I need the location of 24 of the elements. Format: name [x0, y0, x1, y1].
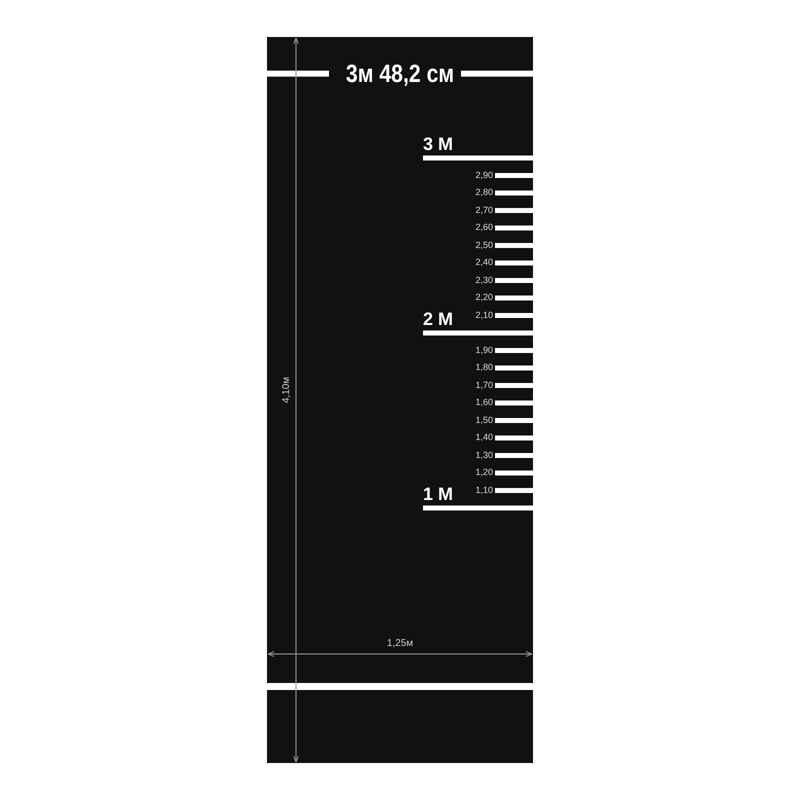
- tick-label: 2,10: [475, 310, 493, 320]
- tick-label: 1,70: [475, 380, 493, 390]
- distance-label: 3м 48,2 см: [346, 62, 454, 87]
- tick-label: 2,60: [475, 223, 493, 232]
- tick-label: 1,60: [475, 398, 493, 407]
- height-mark-label: 3 М: [423, 135, 454, 153]
- tick-label: 1,90: [475, 346, 493, 354]
- tick-label: 1,10: [475, 486, 493, 494]
- tick-label: 2,90: [475, 170, 493, 180]
- tick-label: 1,20: [475, 468, 493, 477]
- tick-label: 2,70: [475, 206, 493, 214]
- tick-label: 1,50: [475, 416, 493, 424]
- dimension-label: 1,25м: [386, 639, 414, 649]
- tick-label: 2,80: [475, 188, 493, 197]
- height-mark-label: 2 М: [423, 310, 454, 328]
- tick-label: 2,20: [475, 293, 493, 302]
- tick-label: 1,40: [475, 433, 493, 442]
- tick-label: 2,50: [475, 240, 493, 250]
- tick-label: 2,40: [475, 258, 493, 267]
- tick-label: 1,80: [475, 363, 493, 372]
- dimension-label: 4,10м: [282, 376, 292, 404]
- height-mark-label: 1 М: [423, 485, 454, 503]
- tick-label: 2,30: [475, 276, 493, 284]
- tick-label: 1,30: [475, 450, 493, 460]
